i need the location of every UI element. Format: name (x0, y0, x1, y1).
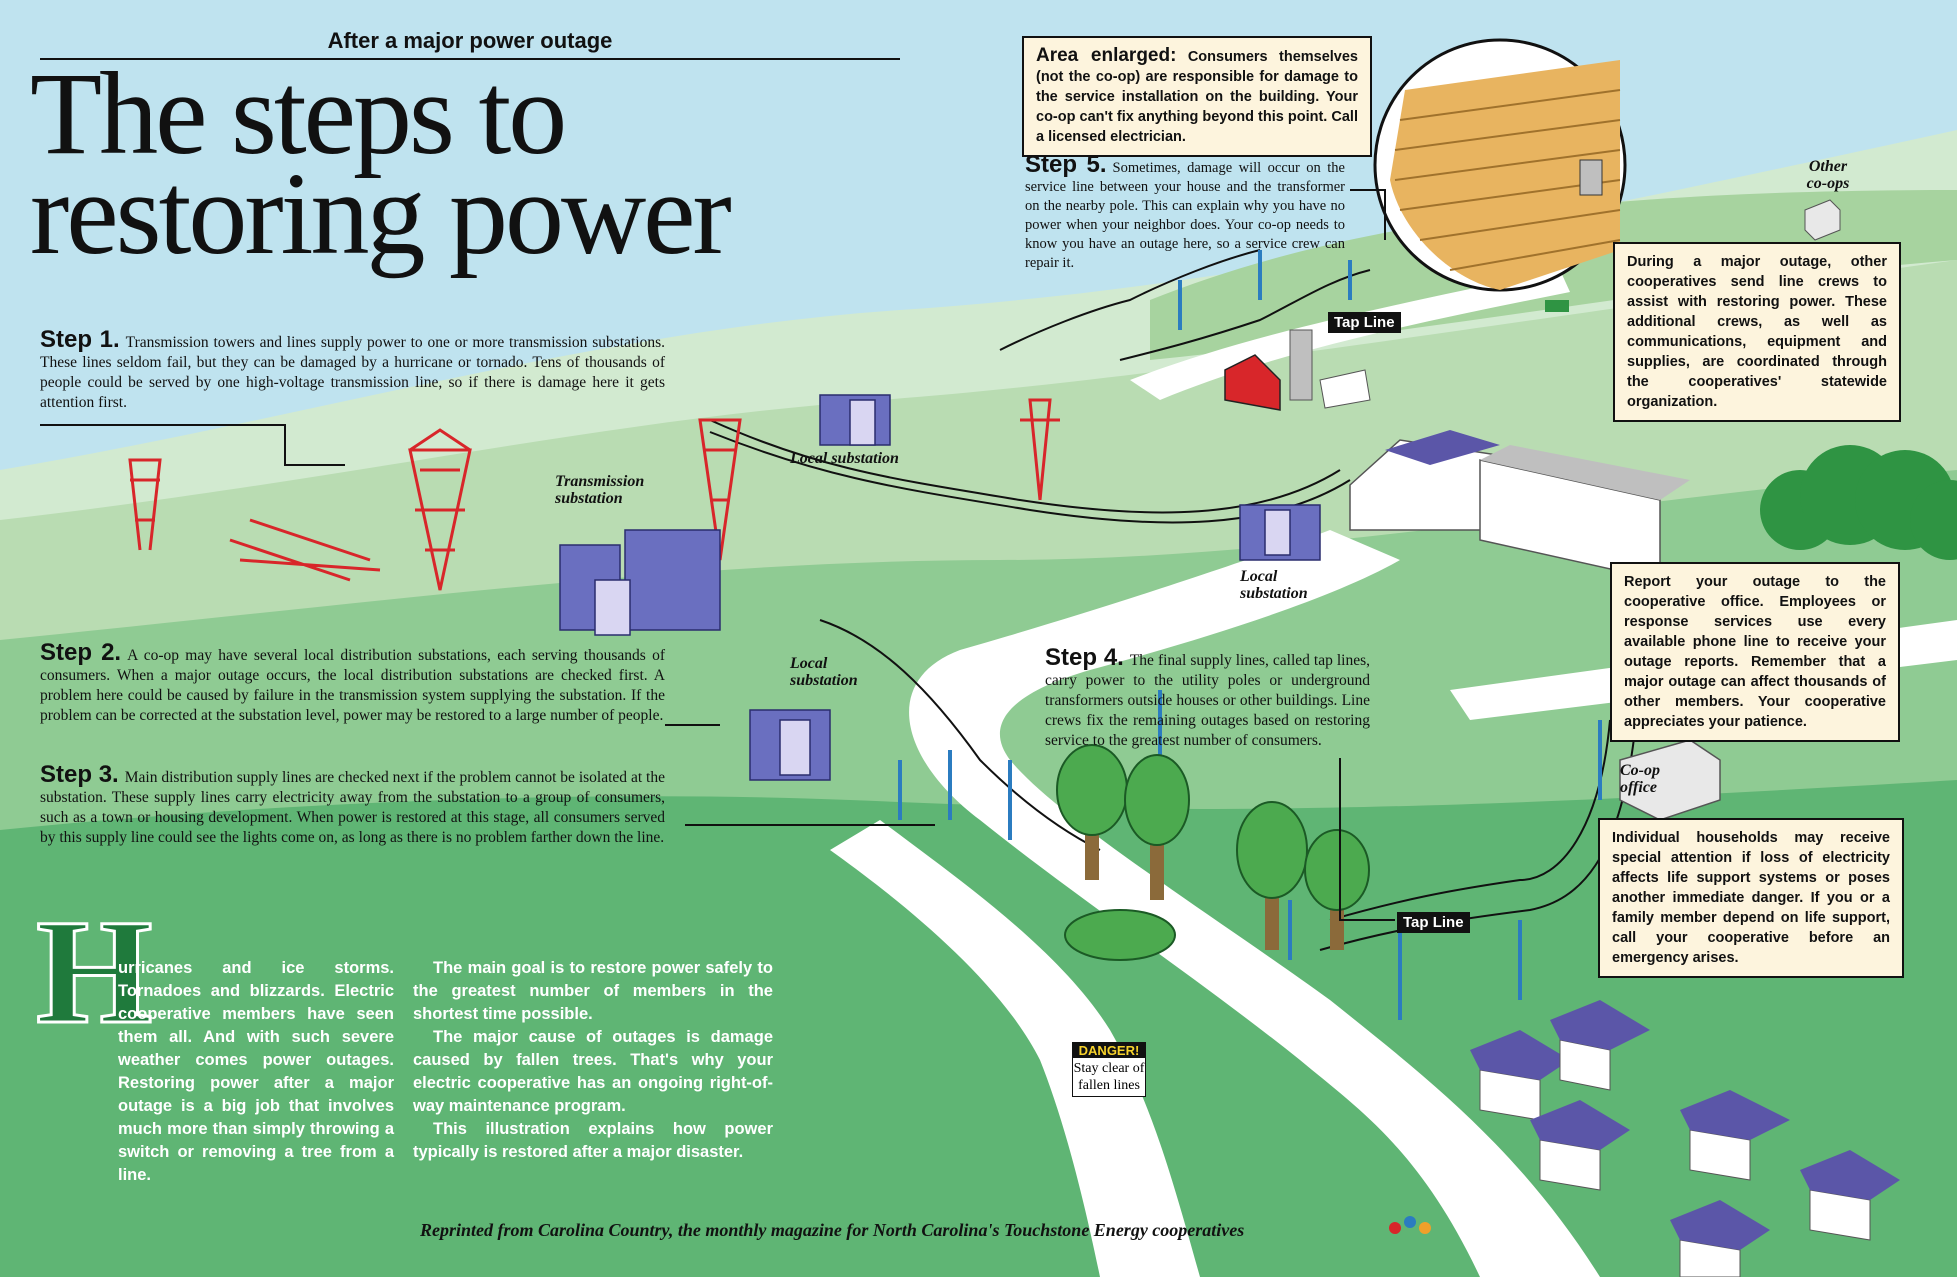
meter-icon (1579, 159, 1603, 196)
step-5: Step 5.Sometimes, damage will occur on t… (1025, 153, 1345, 273)
side-road (830, 820, 1200, 1277)
intro-p2: The major cause of outages is damage cau… (413, 1028, 773, 1115)
shopping-center (1349, 430, 1690, 581)
intro-column-1: urricanes and ice storms. Tornadoes and … (38, 957, 394, 1187)
truck (1545, 300, 1569, 312)
step-label: Step 4. (1045, 644, 1124, 671)
intro-p3: This illustration explains how power typ… (413, 1120, 773, 1161)
drop-cap: H (35, 889, 155, 1055)
step-text: Sometimes, damage will occur on the serv… (1025, 160, 1345, 271)
area-enlarged-callout: Area enlarged: Consumers themselves (not… (1022, 36, 1372, 157)
local-substation-label-1: Local substation (790, 450, 899, 467)
background-trees (1760, 445, 1957, 560)
local-substation-label-2: Local substation (1240, 568, 1308, 602)
danger-title: DANGER! (1073, 1043, 1145, 1058)
intro-col1-text: urricanes and ice storms. Tornadoes and … (118, 959, 394, 1184)
step-text: A co-op may have several local distribut… (40, 647, 665, 724)
local-substation-label-3: Local substation (790, 655, 858, 689)
callout-lead: Area enlarged: (1036, 45, 1177, 66)
step-text: Transmission towers and lines supply pow… (40, 334, 665, 411)
page-title: The steps to restoring power (30, 48, 732, 279)
distribution-poles (898, 250, 1602, 1020)
coop-office-label: Co-op office (1620, 762, 1660, 796)
callout-text: Individual households may receive specia… (1612, 830, 1890, 966)
step-1: Step 1.Transmission towers and lines sup… (40, 328, 665, 413)
step-label: Step 3. (40, 761, 119, 788)
houses (1470, 1000, 1900, 1277)
house-siding (1390, 60, 1620, 290)
step-3: Step 3.Main distribution supply lines ar… (40, 763, 665, 848)
substations (559, 394, 1321, 781)
foreground-trees (1056, 744, 1370, 961)
callout-text: During a major outage, other cooperative… (1627, 254, 1887, 410)
callout-text: Report your outage to the cooperative of… (1624, 574, 1886, 730)
report-outage-callout: Report your outage to the cooperative of… (1610, 562, 1900, 742)
title-line-2: restoring power (30, 148, 732, 279)
kicker: After a major power outage (40, 28, 900, 60)
callout-text: Consumers themselves (not the co-op) are… (1036, 49, 1358, 145)
title-line-1: The steps to (30, 48, 567, 179)
other-coops-callout: During a major outage, other cooperative… (1613, 242, 1901, 422)
step-text: Main distribution supply lines are check… (40, 769, 665, 846)
tap-line-tag-2: Tap Line (1397, 912, 1470, 933)
transmission-substation-label: Transmission substation (555, 473, 645, 507)
transmission-towers (128, 398, 1060, 591)
step-text: The final supply lines, called tap lines… (1045, 652, 1371, 749)
step-label: Step 2. (40, 639, 122, 666)
intro-column-2: The main goal is to restore power safely… (413, 957, 773, 1164)
main-road (909, 530, 1600, 1277)
step-2: Step 2.A co-op may have several local di… (40, 641, 665, 726)
siding-lines (1394, 89, 1621, 271)
other-coops-building (1804, 199, 1841, 241)
pointer-arrows (40, 189, 1395, 921)
footer-credit: Reprinted from Carolina Country, the mon… (420, 1220, 1245, 1240)
intro-p1: The main goal is to restore power safely… (413, 959, 773, 1023)
step-4: Step 4.The final supply lines, called ta… (1045, 646, 1371, 751)
step-label: Step 1. (40, 326, 120, 353)
touchstone-logo-icon (1389, 1216, 1431, 1234)
danger-text: Stay clear of fallen lines (1073, 1061, 1145, 1093)
households-callout: Individual households may receive specia… (1598, 818, 1904, 978)
danger-sign: DANGER! Stay clear of fallen lines (1072, 1042, 1146, 1097)
other-coops-label: Other co-ops (1806, 158, 1850, 192)
tap-line-tag-1: Tap Line (1328, 312, 1401, 333)
farm (1224, 329, 1371, 411)
